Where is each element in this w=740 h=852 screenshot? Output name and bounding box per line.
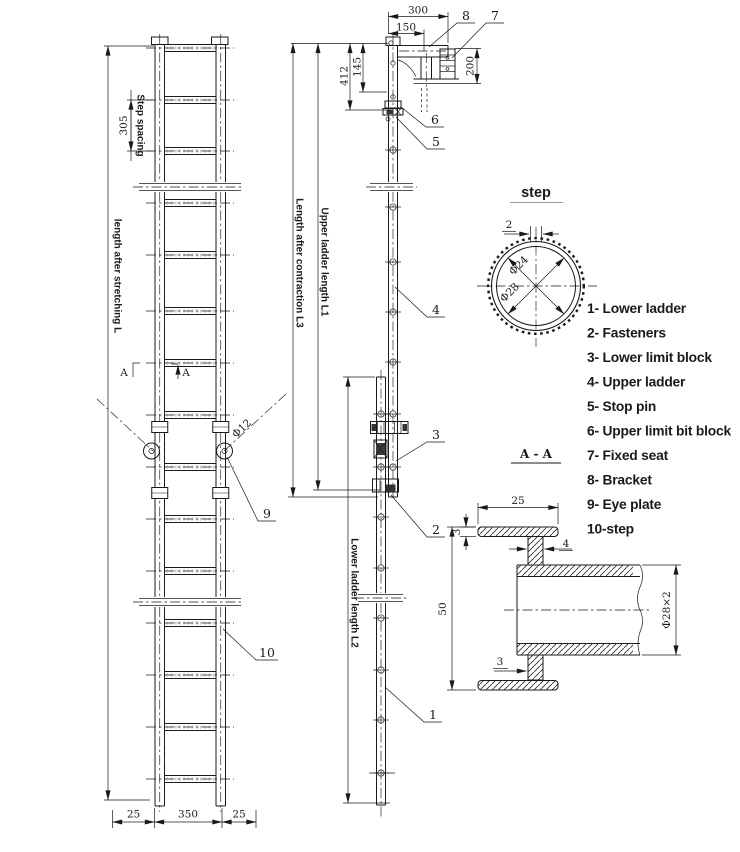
bottom-flange — [477, 680, 559, 691]
overlap-fasteners — [370, 421, 409, 493]
front-callouts: 9 10 — [222, 456, 278, 661]
dim-412: 412 — [339, 66, 351, 86]
eye-plate-diameter-label: Φ12 — [230, 417, 254, 441]
front-fastener-clamps — [151, 421, 230, 499]
top-bracket — [397, 45, 481, 112]
step-spacing-label: Step spacing — [135, 94, 146, 156]
callout-5: 5 — [432, 134, 440, 149]
step-detail-title: step — [521, 185, 551, 201]
callout-6: 6 — [431, 112, 439, 127]
dim-bottom-middle: 350 — [178, 809, 198, 821]
dim-bottom-left: 25 — [127, 809, 140, 821]
step-detail: step Φ24 Φ28 2 — [477, 185, 597, 347]
parts-list-item: 3- Lower limit block — [587, 350, 712, 365]
dim-flange-width: 25 — [511, 495, 524, 507]
dim-bracket-half: 150 — [396, 22, 416, 34]
parts-list-item: 6- Upper limit bit block — [587, 424, 731, 439]
dim-upper-ladder-length: Upper ladder length L1 — [319, 208, 330, 317]
lower-limit-block — [373, 439, 388, 459]
dim-web-thickness: 4 — [563, 538, 570, 550]
top-flange — [477, 526, 559, 537]
callout-3: 3 — [432, 427, 440, 442]
section-cut-marks: A A — [119, 362, 190, 379]
upper-ladder-rail — [385, 34, 401, 500]
dim-dia-28: Φ28 — [498, 281, 522, 305]
section-aa-title: A - A — [519, 447, 553, 461]
parts-list-item: 5- Stop pin — [587, 399, 656, 414]
dim-wall: 2 — [506, 219, 513, 231]
dim-lower-ladder-length: Lower ladder length L2 — [349, 538, 360, 648]
parts-list-item: 10-step — [587, 522, 634, 537]
dim-overall-height: 50 — [437, 602, 449, 615]
side-callouts: 8 7 6 5 4 3 2 1 — [384, 8, 504, 723]
section-mark-a-left: A — [119, 367, 128, 379]
dim-bracket-width: 300 — [408, 5, 428, 17]
dim-flange-thickness: 3 — [451, 529, 463, 536]
step-spacing-value: 305 — [118, 115, 130, 135]
callout-8: 8 — [462, 8, 470, 23]
web-top — [527, 536, 544, 566]
callout-7: 7 — [491, 8, 499, 23]
step-tube-section — [504, 564, 652, 656]
front-break-marks — [133, 183, 241, 606]
parts-list-item: 4- Upper ladder — [587, 375, 686, 390]
dim-bottom-thickness: 3 — [497, 656, 504, 668]
side-dimensions: 300 150 200 145 412 Upper ladder length … — [288, 5, 481, 804]
callout-1: 1 — [429, 707, 437, 722]
parts-list: 1- Lower ladder 2- Fasteners 3- Lower li… — [587, 301, 732, 537]
section-mark-a-right: A — [181, 367, 190, 379]
front-bottom-dimensions: 25 350 25 — [112, 808, 257, 828]
section-aa-detail: A - A 25 3 4 50 Φ28×2 3 — [437, 447, 681, 691]
dim-145: 145 — [352, 57, 364, 77]
dim-seat-height: 200 — [465, 56, 477, 76]
length-stretched-label: length after stretching L — [112, 219, 123, 333]
lower-ladder-rail — [376, 370, 386, 817]
callout-10: 10 — [259, 645, 275, 660]
front-length-dimension: length after stretching L — [104, 45, 154, 801]
callout-9: 9 — [263, 506, 271, 521]
dim-bottom-right: 25 — [232, 809, 245, 821]
callout-2: 2 — [432, 522, 440, 537]
side-break-marks — [354, 183, 417, 602]
parts-list-item: 8- Bracket — [587, 473, 652, 488]
dim-dia-24: Φ24 — [507, 254, 531, 278]
eye-plates: Φ12 — [96, 393, 287, 460]
web-bottom — [527, 654, 544, 681]
parts-list-item: 9- Eye plate — [587, 497, 662, 512]
dim-tube-spec: Φ28×2 — [661, 591, 673, 628]
front-view: Φ12 A A length after stretching L 305 St… — [96, 34, 287, 828]
callout-4: 4 — [432, 302, 440, 317]
parts-list-item: 1- Lower ladder — [587, 301, 687, 316]
parts-list-item: 2- Fasteners — [587, 326, 666, 341]
step-spacing-dimension: 305 Step spacing — [118, 90, 153, 161]
section-aa-dimensions: 25 3 4 50 Φ28×2 3 — [437, 495, 681, 691]
stop-pin-mechanism — [382, 100, 404, 122]
side-view: 300 150 200 145 412 Upper ladder length … — [288, 5, 504, 817]
parts-list-item: 7- Fixed seat — [587, 448, 669, 463]
dim-contracted-length: Length after contraction L3 — [294, 198, 305, 328]
step-end-circles — [369, 60, 402, 777]
front-rails — [151, 34, 229, 812]
wall-thickness-dim: 2 — [502, 219, 559, 242]
